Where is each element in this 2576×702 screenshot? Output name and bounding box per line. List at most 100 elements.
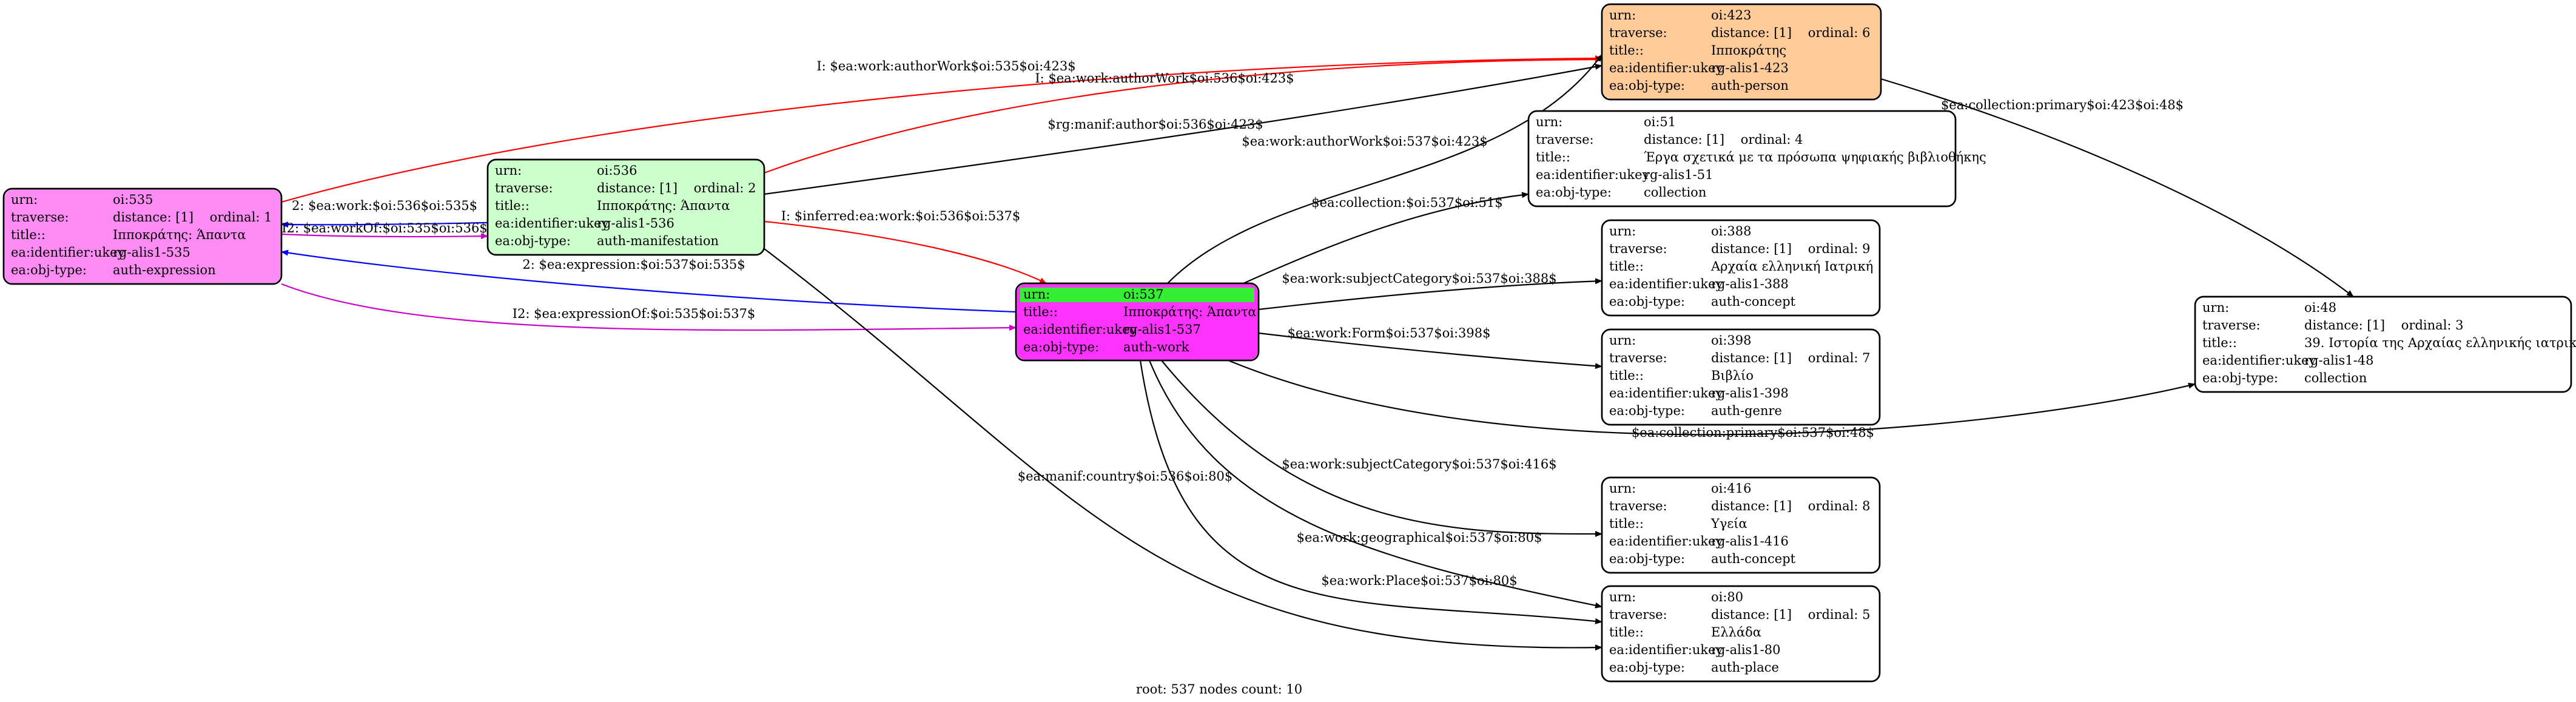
- edge: $ea:work:authorWork$oi:537$oi:423$: [1167, 54, 1602, 284]
- node-row-key: urn:: [495, 163, 522, 178]
- node-row-value: Έργα σχετικά με τα πρόσωπα ψηφιακής βιβλ…: [1644, 150, 1986, 164]
- node-row-value: distance: [1] ordinal: 8: [1711, 499, 1871, 513]
- node-box: [1601, 219, 1881, 317]
- node-row-value: oi:416: [1711, 481, 1752, 496]
- edge: I: $ea:work:authorWork$oi:535$oi:423$: [281, 55, 1602, 203]
- edge-label: 2: $ea:expression:$oi:537$oi:535$: [522, 257, 745, 272]
- node-row-key: ea:identifier:ukey: [1023, 322, 1137, 337]
- node-row-key: urn:: [1609, 224, 1636, 238]
- edge-path: [1139, 360, 1602, 624]
- node-row-value: rg-alis1-535: [113, 245, 190, 260]
- node-row-key: title::: [1609, 368, 1644, 383]
- node-row-value: collection: [2304, 371, 2367, 385]
- edge: 2: $ea:expression:$oi:537$oi:535$: [281, 249, 1017, 313]
- edge-label: $ea:collection:primary$oi:537$oi:48$: [1632, 425, 1874, 440]
- node-row-value: rg-alis1-536: [597, 216, 674, 231]
- node-row-value: oi:48: [2304, 300, 2336, 315]
- node-row-key: traverse:: [1609, 499, 1667, 513]
- node-row-key: traverse:: [2202, 318, 2261, 332]
- node-row-value: auth-expression: [113, 263, 216, 277]
- edge: $ea:work:subjectCategory$oi:537$oi:416$: [1161, 360, 1602, 537]
- edge-label: $ea:work:Form$oi:537$oi:398$: [1288, 326, 1491, 340]
- node-row-key: traverse:: [1609, 351, 1667, 365]
- root-highlight: [1020, 288, 1254, 302]
- node-row-key: title::: [495, 198, 530, 213]
- node-row-value: auth-place: [1711, 660, 1779, 675]
- edge-path: [281, 55, 1602, 203]
- edge: I2: $ea:expressionOf:$oi:535$oi:537$: [281, 283, 1017, 331]
- node-row-key: title::: [1609, 43, 1644, 58]
- node-row-key: title::: [1609, 516, 1644, 531]
- edge-path: [764, 248, 1602, 651]
- edge-path: [1258, 278, 1602, 311]
- node-row-key: ea:obj-type:: [1609, 294, 1685, 309]
- node-row-value: rg-alis1-423: [1711, 61, 1789, 75]
- node-row-value: oi:398: [1711, 333, 1752, 348]
- node-row-value: auth-concept: [1711, 552, 1796, 566]
- node-row-value: rg-alis1-537: [1123, 322, 1201, 337]
- node-row-value: distance: [1] ordinal: 9: [1711, 241, 1871, 256]
- edge-path: [1880, 78, 2354, 297]
- node-row-value: oi:537: [1123, 287, 1164, 302]
- edge-label: $ea:work:subjectCategory$oi:537$oi:388$: [1282, 271, 1556, 286]
- edge: $rg:manif:author$oi:536$oi:423$: [764, 64, 1602, 195]
- edge-label: I2: $ea:workOf:$oi:535$oi:536$: [281, 221, 487, 235]
- node-row-value: rg-alis1-388: [1711, 277, 1789, 291]
- node-row-value: auth-genre: [1711, 403, 1782, 418]
- edge: $ea:work:subjectCategory$oi:537$oi:388$: [1258, 271, 1602, 311]
- node-row-value: oi:423: [1711, 8, 1752, 22]
- node-row-key: traverse:: [1536, 132, 1594, 147]
- node-row-key: traverse:: [495, 181, 553, 195]
- node-row-value: Αρχαία ελληνική Ιατρική: [1710, 259, 1873, 274]
- node-row-key: urn:: [1609, 590, 1636, 604]
- node-row-value: auth-person: [1711, 78, 1789, 93]
- edge: $ea:collection:$oi:537$oi:51$: [1243, 192, 1529, 285]
- node-fill: [488, 160, 764, 254]
- edge: I: $ea:work:authorWork$oi:536$oi:423$: [764, 56, 1602, 174]
- node-row-key: urn:: [2202, 300, 2229, 315]
- node-row-key: ea:obj-type:: [2202, 371, 2278, 385]
- node-row-value: distance: [1] ordinal: 4: [1644, 132, 1803, 147]
- graph-node[interactable]: urn: oi:388 traverse: distance: [1] ordinal…: [1601, 219, 1881, 317]
- edge-path: [1258, 332, 1602, 370]
- edge-label: I2: $ea:expressionOf:$oi:535$oi:537$: [513, 306, 756, 321]
- edges-layer: I: $ea:work:authorWork$oi:535$oi:423$I: …: [281, 54, 2354, 651]
- node-row-key: ea:obj-type:: [1609, 78, 1685, 93]
- node-row-key: ea:identifier:ukey: [2202, 353, 2316, 368]
- node-row-key: ea:identifier:ukey: [1609, 386, 1723, 400]
- node-row-key: traverse:: [1609, 25, 1667, 40]
- node-row-key: ea:identifier:ukey: [1609, 534, 1723, 548]
- node-row-value: oi:51: [1644, 115, 1676, 129]
- node-fill: [4, 189, 281, 283]
- node-row-value: rg-alis1-48: [2304, 353, 2374, 368]
- node-row-value: Ιπποκράτης: [1711, 43, 1786, 58]
- node-row-key: title::: [1023, 305, 1058, 319]
- node-row-key: urn:: [1609, 333, 1636, 348]
- node-row-key: urn:: [11, 192, 38, 207]
- node-row-key: ea:identifier:ukey: [495, 216, 609, 231]
- edge: $ea:collection:primary$oi:423$oi:48$: [1880, 78, 2354, 297]
- node-row-key: title::: [1609, 625, 1644, 640]
- edge: $ea:work:Place$oi:537$oi:80$: [1139, 360, 1602, 624]
- node-row-key: ea:identifier:ukey: [1609, 643, 1723, 657]
- edge: I2: $ea:workOf:$oi:535$oi:536$: [281, 221, 488, 240]
- node-row-key: traverse:: [1609, 241, 1667, 256]
- node-row-key: ea:obj-type:: [495, 234, 571, 248]
- node-row-key: title::: [2202, 336, 2237, 350]
- node-row-key: traverse:: [1609, 607, 1667, 622]
- edge-label: I: $ea:work:authorWork$oi:535$oi:423$: [816, 59, 1075, 73]
- edge-label: $ea:work:geographical$oi:537$oi:80$: [1297, 530, 1542, 545]
- edge: $ea:collection:primary$oi:537$oi:48$: [1228, 359, 2196, 440]
- node-row-value: oi:388: [1711, 224, 1752, 238]
- edge-label: I: $inferred:ea:work:$oi:536$oi:537$: [781, 209, 1020, 223]
